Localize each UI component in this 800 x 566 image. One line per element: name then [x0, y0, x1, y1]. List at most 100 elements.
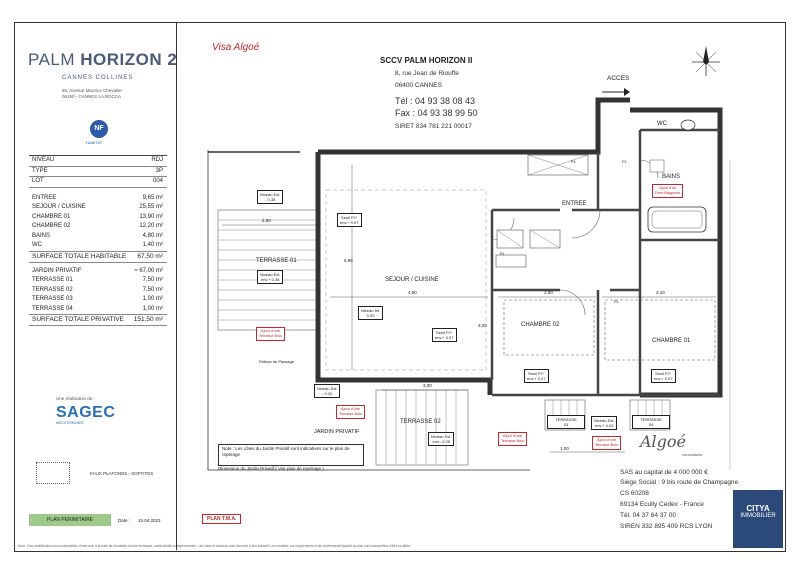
terrasse02-decking [375, 389, 469, 466]
acces-arrow-icon [602, 88, 630, 96]
washbasin-icon [649, 159, 665, 173]
svg-text:1,00: 1,00 [560, 446, 569, 451]
svg-text:5,96: 5,96 [344, 258, 353, 263]
plan-sheet-border [14, 22, 786, 552]
acces-label: ACCES [607, 75, 630, 82]
svg-text:3,10: 3,10 [656, 290, 665, 295]
room-label-bains: BAINS [662, 174, 680, 180]
bathtub [647, 206, 707, 233]
sagec-sub: MEDITERRANEE [56, 421, 84, 425]
jardin-dimension-note: Dimension du Jardin Privatif ( Voir plan… [218, 466, 324, 471]
faux-plafond-legend-label: FAUX PLAFONDS - SOFFITES [90, 471, 154, 476]
level-marker: Seuil P.F.env.+ 0.07 [337, 213, 362, 227]
spec-row: JARDIN PRIVATIF≈ 67,00 m² [32, 267, 163, 274]
svg-text:4,50: 4,50 [408, 290, 417, 295]
algoe-stamp-line: CS 60208 [620, 490, 649, 497]
algoe-stamp-line: 69134 Ecully Cedex - France [620, 501, 704, 508]
placard-label: PL [571, 159, 577, 164]
jardin-note: Note : Les côtes du Jardin Privatif sont… [218, 444, 364, 466]
sccv-stamp-line: 8, rue Jean de Riouffe [395, 70, 459, 77]
sccv-stamp-line: Tél : 04 93 38 08 43 [395, 96, 476, 106]
placard-label: PL [614, 299, 620, 304]
placard-label: PL [500, 251, 506, 256]
svg-text:2,50: 2,50 [262, 218, 271, 223]
algoe-stamp-line: SIREN 332 895 409 RCS LYON [620, 523, 713, 530]
compass-rose-icon [692, 46, 720, 76]
level-marker: Niveau Ext.env.+ 0.02 [591, 416, 618, 430]
level-marker: Niveau Ext.- 0.38 [257, 190, 284, 204]
faux-plafond-legend-swatch [36, 462, 70, 484]
dimension-lines [222, 165, 716, 453]
plan-tma-label: PLAN T.M.A. [202, 514, 242, 524]
cartouche-sidebar [14, 22, 177, 550]
algoe-stamp-sub: consultants [682, 452, 703, 457]
level-marker: Seuil P.F.env.+ 0.07 [651, 369, 676, 383]
bed-chambre01 [604, 299, 716, 361]
algoe-stamp-line: Tél. 04 37 64 37 00 [620, 512, 677, 519]
nf-habitat-logo: NF [90, 120, 108, 138]
program-address: 86, Avenue Maurice Chevalier 06150 - CAN… [62, 88, 122, 99]
svg-text:3,20: 3,20 [478, 323, 487, 328]
level-marker: Seuil P.F.env.+ 0.07 [432, 328, 457, 342]
level-marker: Niveau Ext.env.- 0.05 [428, 432, 455, 446]
svg-text:3,00: 3,00 [423, 383, 432, 388]
bed-chambre02 [503, 299, 595, 356]
sagec-logo: SAGEC [56, 404, 116, 421]
sccv-stamp-title: SCCV PALM HORIZON II [380, 56, 473, 65]
visa-signature: Visa Algoé [212, 42, 260, 53]
nf-habitat-label: HABITAT [86, 140, 103, 145]
realisation-label: Une réalisation de : [56, 396, 95, 401]
placard-label: PL [622, 159, 628, 164]
sccv-stamp-line: 06400 CANNES [395, 82, 442, 89]
sccv-stamp-line: SIRET 834 781 221 00017 [395, 123, 472, 130]
algoe-stamp-line: Siège Social : 9 bis route de Champagne [620, 479, 739, 486]
cabinet-hatch [496, 154, 589, 249]
citya-watermark-logo: CITYA IMMOBILIER [733, 490, 783, 548]
room-label-chambre02: CHAMBRE 02 [521, 322, 560, 328]
level-marker: Seuil P.F.env.+ 0.07 [524, 369, 549, 383]
wc-toilet-icon [680, 119, 696, 131]
room-label-wc: WC [657, 121, 668, 127]
rideau-label: Rideau de Passage [257, 358, 296, 365]
room-label-entree: ENTREE [562, 201, 586, 207]
sccv-stamp-line: Fax : 04 93 38 99 50 [395, 108, 478, 118]
level-marker: Niveau Ext.- 0.20 [314, 384, 341, 398]
program-subtitle: CANNES COLLINES [62, 75, 134, 81]
date-label: Date : [118, 518, 131, 523]
interior-walls [490, 128, 720, 397]
plan-status-badge: PLAN PERIMITAIRE [29, 514, 111, 526]
jardin-privatif-label: JARDIN PRIVATIF [314, 429, 360, 435]
legal-footnote: Nota : Des modifications sont susceptibl… [18, 544, 412, 548]
algoe-stamp-line: SAS au capital de 4 000 000 € [620, 469, 708, 476]
svg-text:2,90: 2,90 [544, 290, 553, 295]
level-marker: Niveau Int.0.00 [358, 306, 384, 320]
jardin-boundary [207, 150, 530, 471]
room-label-chambre01: CHAMBRE 01 [652, 338, 691, 344]
program-logo: PALM HORIZON 2 [28, 50, 178, 69]
room-label-terrasse01: TERRASSE 01 [256, 258, 297, 264]
faux-plafond-zone [325, 189, 487, 371]
